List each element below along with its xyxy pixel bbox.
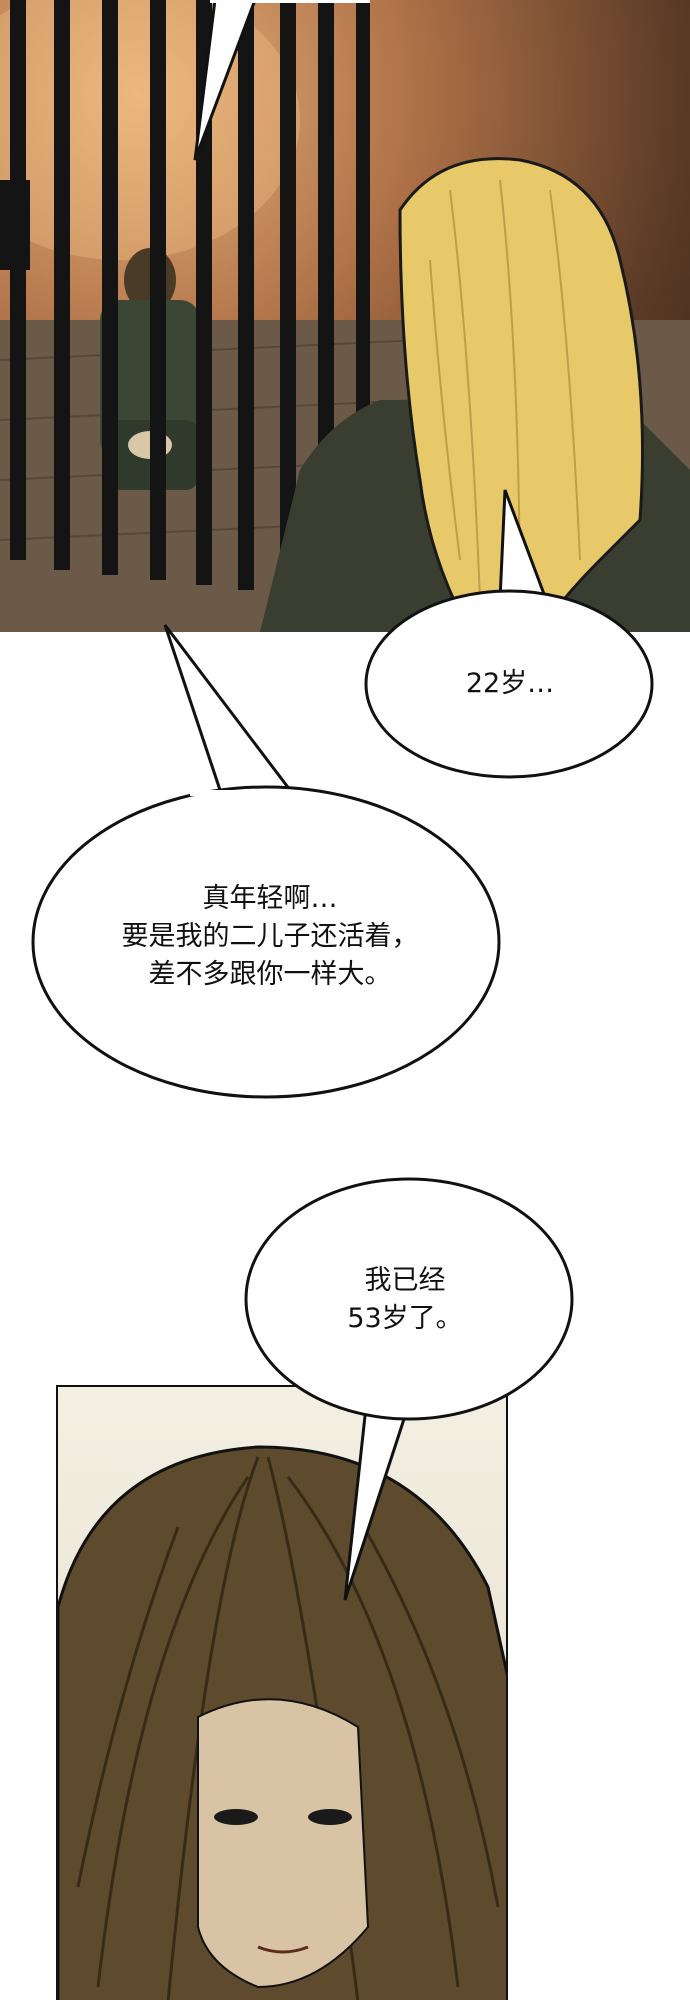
- panel-prison-cell: [0, 0, 690, 632]
- bubble-53-line-2: 53岁了。: [347, 1303, 463, 1334]
- speech-bubble-age: [364, 589, 654, 779]
- bubble-young-line-1: 真年轻啊…: [202, 883, 338, 914]
- speech-bubble-young: [31, 785, 501, 1099]
- mouth: [257, 1945, 309, 1954]
- left-eye: [214, 1809, 258, 1825]
- bubble-53-text: 我已经 53岁了。: [310, 1262, 500, 1338]
- blonde-figure: [260, 157, 690, 632]
- prison-cell-artwork: [0, 0, 690, 632]
- bubble-layer-lower: [244, 1177, 574, 1601]
- bubble-age-text: 22岁…: [465, 668, 555, 699]
- bubble-young-tail: [163, 624, 294, 792]
- bubble-young-line-3: 差不多跟你一样大。: [148, 959, 392, 990]
- speech-bubble-tail: [193, 0, 257, 161]
- right-eye: [308, 1809, 352, 1825]
- bubble-layer-upper: [31, 489, 654, 1099]
- bubble-young-text: 真年轻啊… 要是我的二儿子还活着， 差不多跟你一样大。: [60, 880, 480, 994]
- bubble-53-line-1: 我已经: [364, 1265, 446, 1296]
- cell-bars: [0, 0, 370, 605]
- close-up-artwork: [58, 1445, 506, 2000]
- speech-bubble-53: [244, 1177, 574, 1421]
- panel-close-up: [56, 1385, 508, 2000]
- bubble-young-line-2: 要是我的二儿子还活着，: [121, 921, 419, 952]
- face: [197, 1698, 370, 1989]
